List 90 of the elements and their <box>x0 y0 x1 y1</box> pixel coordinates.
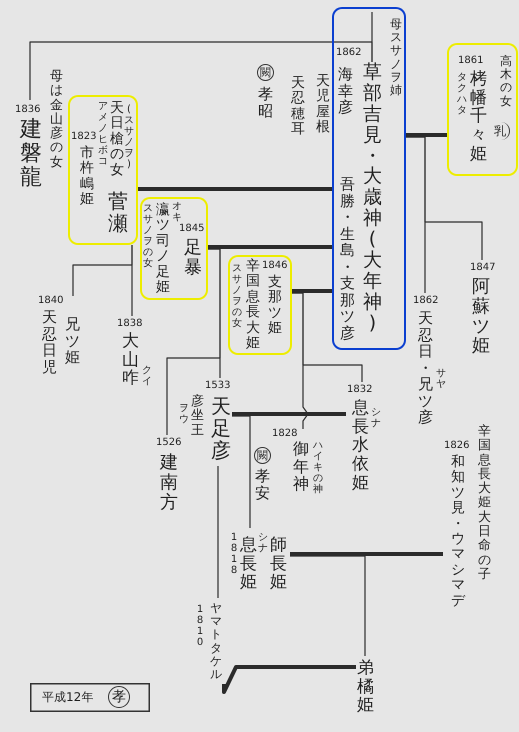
reference-number: 1845 <box>179 224 204 234</box>
name-text: 天忍日・兄ツ彦 <box>418 310 433 426</box>
name-text: 兄ツ姫 <box>65 316 80 366</box>
reading-text: ヲウ <box>179 403 189 425</box>
name-text: 天足彦 <box>211 395 231 461</box>
circled-character: 闕 <box>257 64 274 81</box>
thick-line <box>406 133 447 137</box>
reference-number: 1533 <box>205 381 230 391</box>
name-text: 菅瀬 <box>108 190 128 234</box>
name-text: 息長水依姫 <box>352 399 369 492</box>
connector-line <box>290 555 366 656</box>
reference-number: 1810 <box>196 604 204 648</box>
reference-number: 1840 <box>38 296 64 306</box>
note-text: 天日槍の女 <box>110 101 124 178</box>
highlight-frame <box>68 95 138 245</box>
circled-character: 孝 <box>108 686 130 708</box>
highlight-frame <box>332 7 406 350</box>
circled-character: 闕 <box>254 447 271 464</box>
reference-number: 1823 <box>71 132 96 142</box>
name-text: 息長姫 <box>240 536 257 592</box>
highlight-frame <box>228 255 292 355</box>
reference-number: 1838 <box>117 319 142 329</box>
reference-number: 1818 <box>230 532 238 576</box>
note-text: 高木の女 <box>500 55 512 108</box>
reference-number: 1861 <box>458 56 484 66</box>
name-text: 和知ツ見・ウマシマデ <box>451 455 465 609</box>
thick-line <box>292 289 332 293</box>
name-text: 建磐龍 <box>20 118 42 191</box>
name-text: 天児屋根 <box>316 74 330 136</box>
date-text: 平成12年 <box>42 691 94 703</box>
name-text: 海幸彦 <box>338 66 353 116</box>
connector-line <box>166 248 221 435</box>
reference-number: 1836 <box>15 105 40 115</box>
connector-line <box>292 292 363 382</box>
reference-number: 1828 <box>272 429 298 439</box>
note-text: スサノヲの女 <box>232 263 242 329</box>
note-text: ハイキの神 <box>313 440 323 495</box>
note-text: 辛国息長大姫大日命の子 <box>478 425 491 582</box>
name-text: 弟橘姫 <box>357 659 374 716</box>
name-text: 支那ツ姫 <box>268 275 282 337</box>
thick-line <box>232 412 346 416</box>
name-text: 市杵嶋姫 <box>80 146 94 208</box>
name-text: 栲幡千々姫 <box>470 70 487 164</box>
highlight-frame <box>447 43 518 176</box>
name-text: 建南方 <box>160 453 178 512</box>
connector-line <box>72 245 133 296</box>
note-text: (スサノヲ) <box>124 104 134 170</box>
connector-line <box>217 466 219 598</box>
circled-character: 乳 <box>491 122 510 140</box>
reference-number: 1862 <box>413 296 438 306</box>
note-frame <box>30 683 150 712</box>
reference-number: 1862 <box>336 48 362 58</box>
thick-line <box>138 187 332 191</box>
name-text: 阿蘇ツ姫 <box>472 277 490 356</box>
reading-text: クイ <box>142 365 152 387</box>
highlight-frame <box>140 197 208 300</box>
name-text: 彦坐王 <box>191 395 204 438</box>
name-text: ヤマトタケル <box>210 602 222 682</box>
note-text: スサノヲの女 <box>143 203 153 269</box>
name-text: 瀛ツ司ノ足姫 <box>156 203 170 296</box>
reference-number: 1526 <box>156 438 182 448</box>
reading-text: オキ <box>172 201 182 223</box>
name-text: 草部吉見・大歳神(大年神) <box>363 62 382 334</box>
note-text: 母は金山彦の女 <box>50 70 63 170</box>
reading-text: サヤ <box>436 368 446 390</box>
thick-line <box>222 665 356 694</box>
thick-line <box>208 245 332 249</box>
reading-text: タクハタ <box>457 72 467 116</box>
reading-text: アメノヒボコ <box>98 101 108 167</box>
name-text: 天忍穂耳 <box>291 76 305 138</box>
name-text: 師長姫 <box>270 536 287 592</box>
name-text: 足暴 <box>184 238 202 278</box>
connector-line <box>406 136 483 260</box>
connector-line <box>29 41 373 100</box>
reference-number: 1832 <box>347 385 372 395</box>
note-text: 母スサノヲ姉 <box>390 18 402 98</box>
reference-number: 1846 <box>262 261 288 271</box>
connector-line <box>232 415 251 528</box>
name-text: 天忍日児 <box>42 309 57 375</box>
thick-line <box>290 552 443 556</box>
name-text: 大山咋 <box>122 332 139 388</box>
reference-number: 1847 <box>470 263 496 273</box>
reference-number: 1826 <box>444 441 470 451</box>
reading-text: シナ <box>371 407 381 429</box>
name-text: 吾勝・生島・支那ツ彦 <box>340 176 355 341</box>
reading-text: シナ <box>258 532 268 554</box>
name-text: 孝安 <box>255 468 270 501</box>
name-text: 孝昭 <box>258 86 273 119</box>
name-text: 辛国息長大姫 <box>246 259 260 352</box>
name-text: 御年神 <box>293 440 309 493</box>
